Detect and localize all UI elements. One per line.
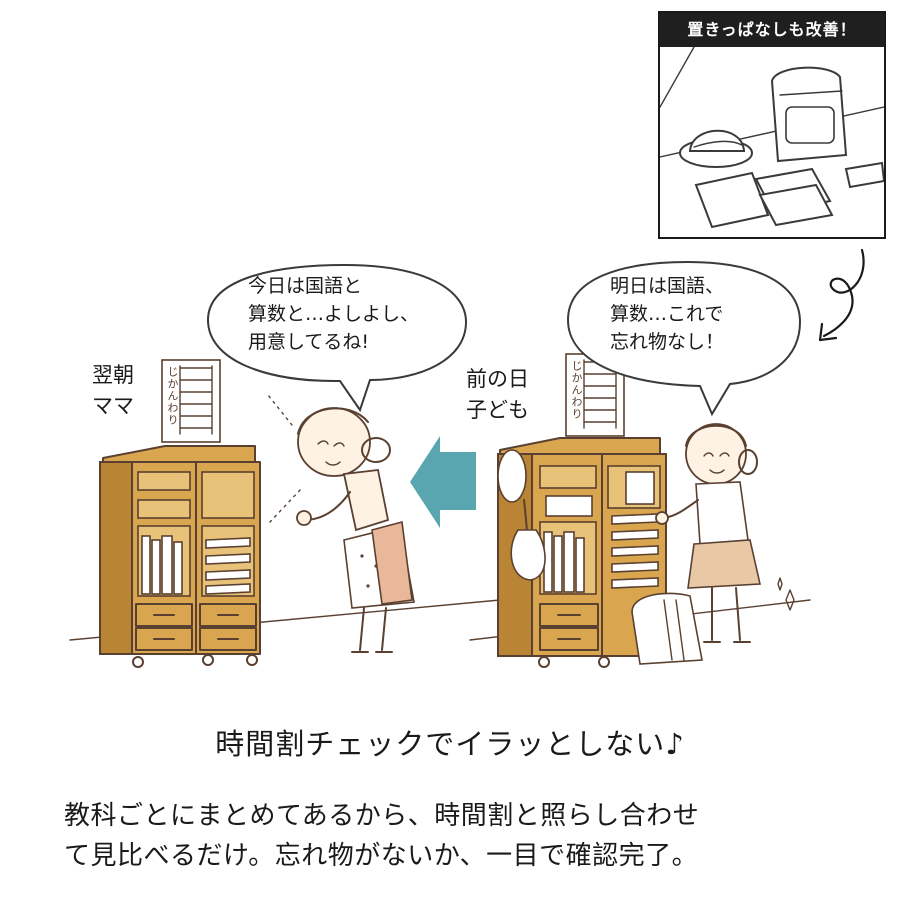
callout-illustration <box>660 47 884 229</box>
callout-title: 置きっぱなしも改善！ <box>660 13 884 47</box>
left-speech-bubble-text: 今日は国語と 算数と…よしよし、 用意してるね! <box>248 275 420 353</box>
left-schedule-poster <box>161 359 221 443</box>
illustration-scene <box>69 248 865 668</box>
randoseru-icon <box>770 66 848 163</box>
inset-callout: 置きっぱなしも改善！ <box>658 11 886 239</box>
left-scene-label: 翌朝 ママ <box>92 363 134 418</box>
sparkle-icon <box>777 577 783 591</box>
right-speech-bubble-text: 明日は国語、 算数…これで 忘れ物なし！ <box>610 275 725 353</box>
pencil-case-icon <box>844 161 884 189</box>
hat-and-bag <box>497 449 546 581</box>
transition-arrow <box>410 436 476 528</box>
sparkle-icon <box>785 589 795 611</box>
floor-backpack <box>631 592 703 665</box>
left-bookshelf <box>99 445 261 668</box>
right-schedule-label: じかんわり <box>570 360 583 420</box>
body-line-1: 教科ごとにまとめてあるから、時間割と照らし合わせ <box>64 801 700 831</box>
left-speech-bubble-shape <box>206 263 468 413</box>
left-schedule-label: じかんわり <box>166 366 179 426</box>
body-line-2: て見比べるだけ。忘れ物がないか、一目で確認完了。 <box>64 841 699 871</box>
hat-icon <box>679 129 753 168</box>
books-icon <box>694 167 834 229</box>
curved-pointer-arrow <box>822 248 865 338</box>
headline: 時間割チェックでイラッとしない♪ <box>215 727 685 761</box>
child-figure <box>655 423 761 643</box>
mom-figure <box>267 394 415 653</box>
right-speech-bubble-shape <box>566 260 802 417</box>
right-scene-label: 前の日 子ども <box>466 367 529 422</box>
body-text: 教科ごとにまとめてあるから、時間割と照らし合わせ て見比べるだけ。忘れ物がないか… <box>64 796 854 876</box>
